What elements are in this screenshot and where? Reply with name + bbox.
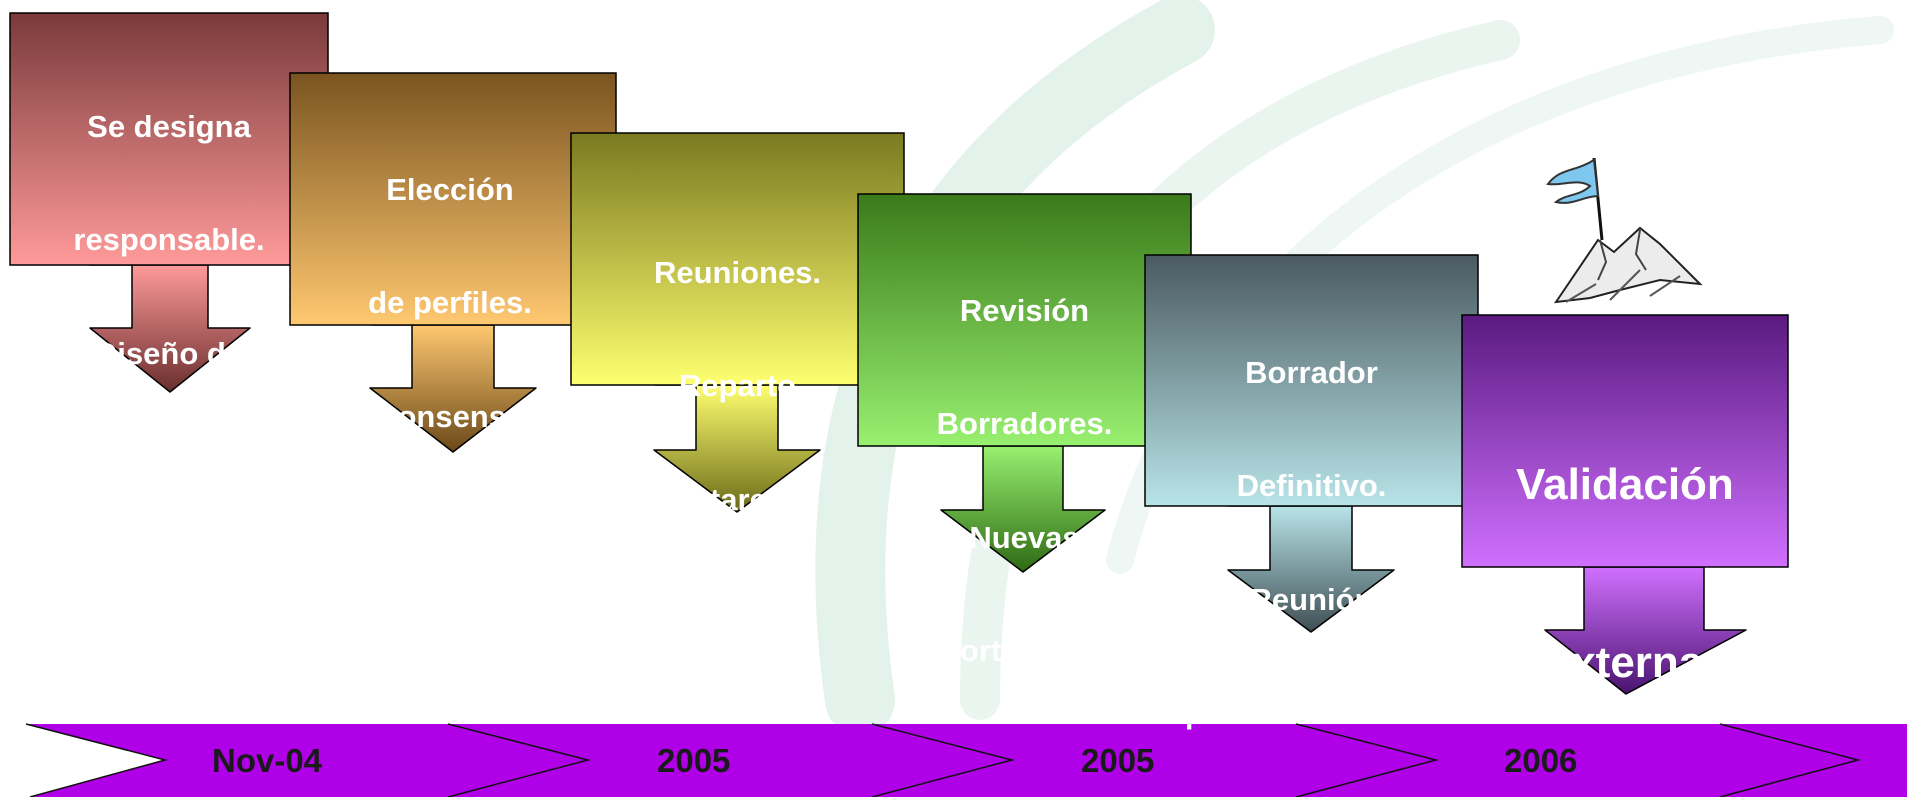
step-2-line: de perfiles.: [368, 285, 532, 321]
step-1-line: Diseño de: [94, 335, 244, 371]
step-2-box: [289, 72, 617, 326]
step-4-line: Nuevas: [969, 519, 1080, 555]
step-4-arrow: [939, 445, 1106, 573]
step-1-arrow: [89, 264, 251, 393]
step-5-line: para el consenso: [1184, 694, 1439, 730]
timeline-label-3: 2005: [1081, 742, 1155, 779]
step-4-line: aportaciones.: [923, 632, 1126, 668]
step-4: [857, 193, 1192, 573]
step-5: [1144, 254, 1479, 633]
timeline-chevron: [1719, 723, 1861, 797]
timeline-label-4: 2006: [1504, 742, 1578, 779]
step-1-box: [9, 12, 329, 266]
timeline-band: [25, 723, 1907, 797]
step-6-text: Validación externa: [1462, 336, 1788, 752]
step-6: [1461, 314, 1789, 695]
step-3-line: Reparto: [678, 368, 797, 404]
step-5-text: Borrador Definitivo. Reunión para el con…: [1145, 278, 1478, 770]
flag-on-mountain-icon: [1546, 157, 1703, 304]
step-5-line: Borrador: [1245, 354, 1378, 390]
timeline-label-1: Nov-04: [212, 742, 323, 779]
step-4-line: Revisión: [959, 292, 1090, 328]
step-4-line: Borradores.: [936, 406, 1113, 442]
step-6-box: [1461, 314, 1789, 568]
timeline-label-2: 2005: [657, 742, 731, 779]
step-1-line: responsable.: [73, 222, 265, 258]
step-3: [570, 132, 905, 513]
step-2-text: Elección de perfiles. Consenso de conten…: [290, 95, 610, 587]
step-3-box: [570, 132, 905, 386]
step-3-line: de tareas.: [665, 481, 810, 517]
step-1: [9, 12, 329, 393]
timeline-chevron: [871, 723, 1015, 797]
step-1-line: Se designa: [87, 108, 251, 144]
step-2-line: de contenidos: [344, 511, 556, 547]
step-6-line: externa: [1546, 637, 1704, 687]
step-5-box: [1144, 254, 1479, 507]
step-1-text: Se designa responsable. Diseño de 1er bo…: [10, 32, 328, 524]
step-4-box: [857, 193, 1192, 447]
step-2-arrow: [369, 324, 537, 453]
step-3-text: Reuniones. Reparto de tareas.: [571, 178, 904, 556]
step-6-arrow: [1544, 566, 1747, 695]
timeline-chevron: [447, 723, 591, 797]
step-3-arrow: [653, 384, 821, 513]
step-5-line: Definitivo.: [1236, 468, 1387, 504]
step-4-text: Revisión Borradores. Nuevas aportaciones…: [858, 216, 1191, 708]
step-2-line: Elección: [386, 171, 514, 207]
step-5-line: Reunión: [1249, 581, 1374, 617]
step-1-line: 1er borrador: [76, 448, 262, 484]
step-2-line: Consenso: [375, 398, 525, 434]
step-3-line: Reuniones.: [653, 254, 822, 290]
timeline-chevron: [1295, 723, 1439, 797]
step-2: [289, 72, 617, 453]
step-5-arrow: [1227, 505, 1395, 633]
step-6-line: Validación: [1516, 459, 1734, 509]
